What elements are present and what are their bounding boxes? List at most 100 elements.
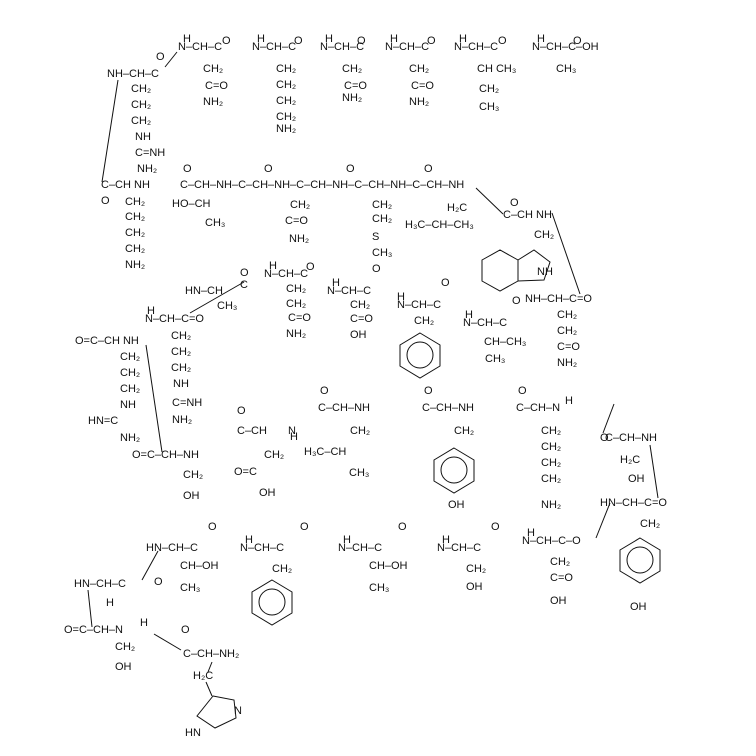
atom-label: CH₂ bbox=[276, 111, 296, 123]
atom-label: N–CH–C bbox=[320, 41, 364, 53]
atom-label: CH₂ bbox=[120, 383, 140, 395]
atom-label: N–CH–C bbox=[252, 41, 296, 53]
atom-label: O bbox=[101, 195, 110, 207]
atom-label: C=O bbox=[344, 80, 367, 92]
atom-label: CH₃ bbox=[217, 300, 237, 312]
bond bbox=[205, 681, 213, 697]
atom-label: O bbox=[441, 277, 450, 289]
atom-label: O=C–CH–N bbox=[64, 624, 123, 636]
atom-label: N–CH–C bbox=[327, 285, 371, 297]
atom-label: HN–CH–C bbox=[74, 578, 126, 590]
phenyl-ring bbox=[251, 579, 293, 626]
atom-label: CH₂ bbox=[125, 211, 145, 223]
atom-label: H bbox=[459, 33, 467, 45]
atom-label: NH₂ bbox=[203, 96, 223, 108]
atom-label: CH–OH bbox=[180, 560, 219, 572]
atom-label: CH₂ bbox=[125, 243, 145, 255]
atom-label: N–CH–C bbox=[178, 41, 222, 53]
atom-label: O bbox=[372, 263, 381, 275]
atom-label: CH₂ bbox=[120, 367, 140, 379]
atom-label: N–CH–C bbox=[385, 41, 429, 53]
bond bbox=[475, 187, 504, 215]
atom-label: CH₂ bbox=[640, 518, 660, 530]
atom-label: CH₃ bbox=[205, 217, 225, 229]
atom-label: C bbox=[240, 279, 248, 291]
atom-label: N–CH–C bbox=[338, 542, 382, 554]
bond bbox=[551, 212, 581, 295]
atom-label: CH₃ bbox=[556, 63, 576, 75]
atom-label: C=NH bbox=[135, 147, 165, 159]
atom-label: CH₂ bbox=[454, 425, 474, 437]
atom-label: N–CH–C bbox=[397, 299, 441, 311]
atom-label: C=O bbox=[288, 312, 311, 324]
atom-label: H₂C bbox=[620, 454, 640, 466]
atom-label: H bbox=[290, 431, 298, 443]
atom-label: O bbox=[398, 521, 407, 533]
atom-label: O bbox=[491, 521, 500, 533]
atom-label: C=O bbox=[550, 572, 573, 584]
atom-label: O bbox=[573, 35, 582, 47]
atom-label: C–CH–NH bbox=[318, 402, 370, 414]
atom-label: HN–CH–C bbox=[146, 542, 198, 554]
atom-label: CH₂ bbox=[264, 449, 284, 461]
atom-label: O bbox=[357, 35, 366, 47]
imidazole-ring bbox=[196, 695, 237, 729]
atom-label: N bbox=[234, 705, 242, 717]
bonds bbox=[87, 51, 661, 729]
atom-label: CH₂ bbox=[409, 63, 429, 75]
bond bbox=[141, 550, 159, 581]
atom-label: CH₂ bbox=[272, 563, 292, 575]
atom-label: H₃C–CH bbox=[304, 446, 346, 458]
atom-label: CH₂ bbox=[372, 213, 392, 225]
atom-label: H bbox=[527, 527, 535, 539]
atom-label: CH₂ bbox=[479, 83, 499, 95]
atom-label: CH₂ bbox=[276, 63, 296, 75]
atom-label: CH₂ bbox=[350, 425, 370, 437]
bond bbox=[145, 344, 163, 453]
atom-label: O bbox=[240, 267, 249, 279]
atom-label: CH₂ bbox=[171, 330, 191, 342]
atom-label: N–CH–C=O bbox=[145, 313, 204, 325]
atom-label: NH₂ bbox=[137, 163, 157, 175]
atom-label: O bbox=[222, 35, 231, 47]
atom-label: CH₂ bbox=[541, 441, 561, 453]
atom-label: CH₂ bbox=[372, 199, 392, 211]
atom-label: CH₂ bbox=[290, 199, 310, 211]
atom-label: H bbox=[257, 33, 265, 45]
atom-label: CH₂ bbox=[203, 63, 223, 75]
bond bbox=[595, 502, 611, 539]
aromatic-circle bbox=[406, 341, 434, 369]
phenyl-ring bbox=[433, 447, 475, 494]
atom-label: CH₃ bbox=[479, 101, 499, 113]
atom-label: CH₃ bbox=[369, 582, 389, 594]
aromatic-circle bbox=[440, 456, 468, 484]
atom-label: CH₂ bbox=[550, 556, 570, 568]
atom-label: C–CH–NH–C–CH–NH–C–CH–NH–C–CH–NH–C–CH–NH bbox=[180, 179, 464, 191]
atom-label: CH₂ bbox=[286, 298, 306, 310]
atom-label: C=O bbox=[557, 341, 580, 353]
bond bbox=[649, 444, 659, 499]
atom-label: OH bbox=[259, 487, 276, 499]
atom-label: O bbox=[294, 35, 303, 47]
atom-label: OH bbox=[183, 490, 200, 502]
atom-label: CH–OH bbox=[369, 560, 408, 572]
bond bbox=[602, 403, 615, 434]
atom-label: N–CH–C–OH bbox=[532, 41, 599, 53]
atom-label: C=O bbox=[411, 80, 434, 92]
atom-label: O bbox=[510, 197, 519, 209]
atom-label: H bbox=[397, 291, 405, 303]
atom-label: NH₂ bbox=[276, 123, 296, 135]
atom-label: CH₂ bbox=[286, 283, 306, 295]
atom-label: H bbox=[537, 33, 545, 45]
atom-label: CH₂ bbox=[541, 473, 561, 485]
atom-label: O bbox=[346, 163, 355, 175]
atom-label: CH₂ bbox=[541, 457, 561, 469]
atom-label: C=NH bbox=[172, 397, 202, 409]
atom-label: O bbox=[154, 576, 163, 588]
atom-label: O bbox=[181, 624, 190, 636]
atom-label: O=C–CH–NH bbox=[132, 449, 199, 461]
atom-label: N–CH–C bbox=[437, 542, 481, 554]
atom-label: O=C bbox=[234, 466, 257, 478]
atom-label: CH₂ bbox=[350, 299, 370, 311]
